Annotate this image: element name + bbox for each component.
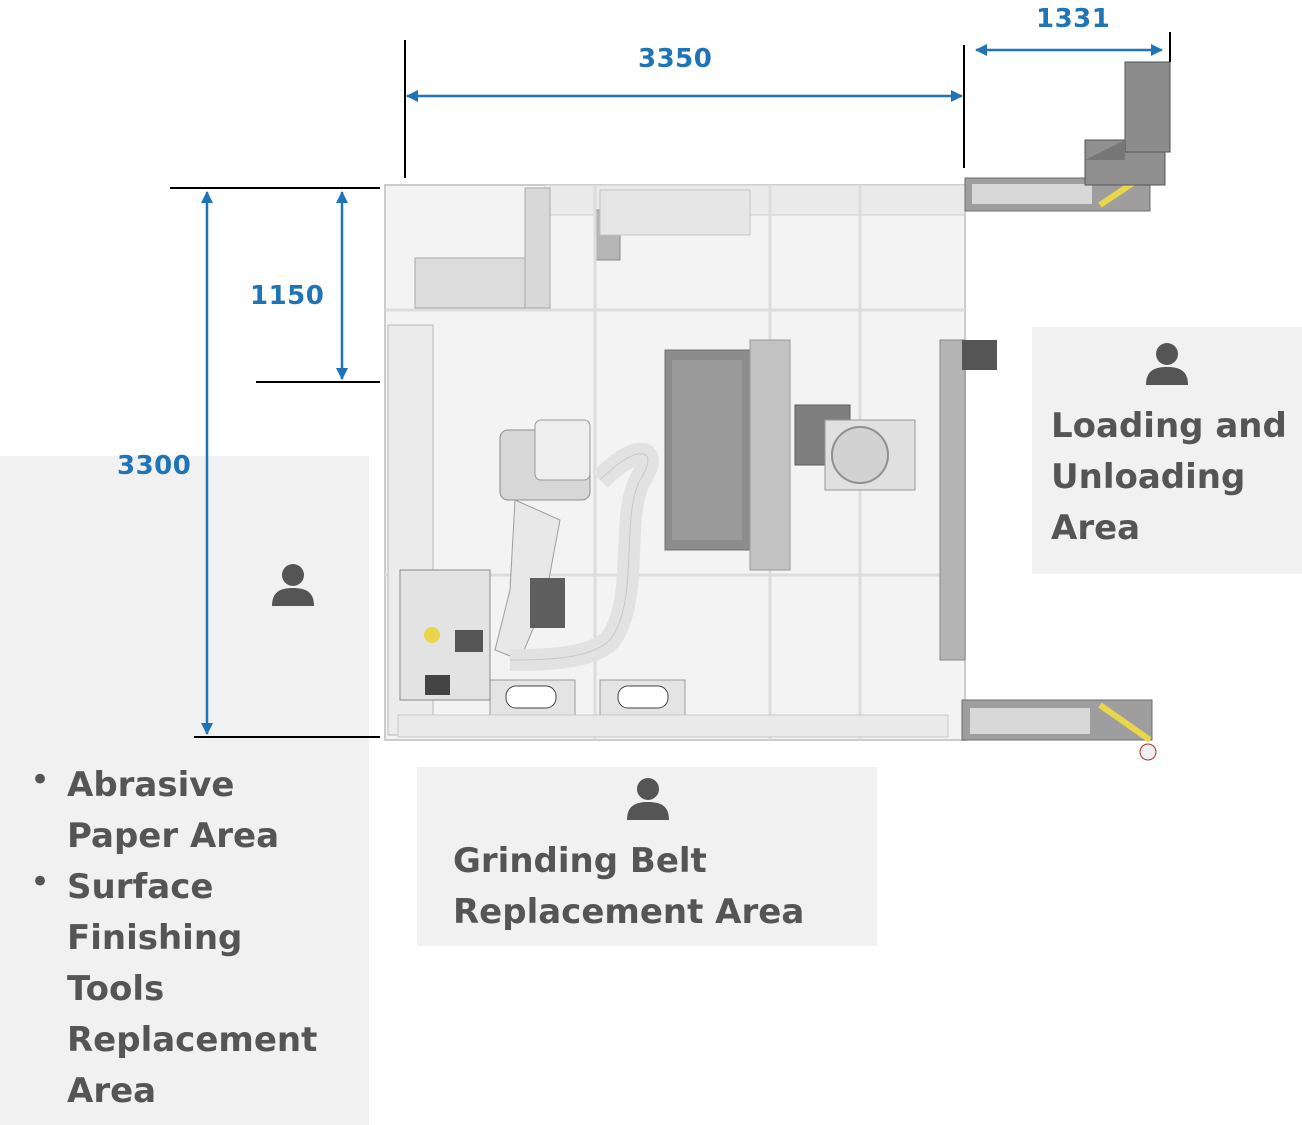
machine-body [384, 184, 997, 741]
abrasive-tools-list: Abrasive Paper Area Surface Finishing To… [30, 760, 317, 1117]
list-item: Abrasive Paper Area [30, 760, 317, 862]
person-icon [1146, 343, 1188, 385]
dim-label-3300: 3300 [117, 451, 192, 481]
person-icon [627, 778, 669, 820]
list-item: Surface Finishing Tools Replacement Area [30, 862, 317, 1117]
dimension-lines [170, 32, 1171, 738]
dim-label-1150: 1150 [250, 281, 325, 311]
loading-conveyor-top [964, 61, 1171, 212]
dim-label-1331: 1331 [1036, 4, 1111, 34]
grinding-belt-label: Grinding Belt Replacement Area [453, 841, 805, 932]
person-icon [272, 564, 314, 606]
loading-conveyor-bottom [961, 699, 1157, 761]
robot-arm [494, 419, 591, 661]
dim-label-3350: 3350 [638, 44, 713, 74]
loading-unloading-label: Loading and Unloading Area [1051, 406, 1287, 548]
